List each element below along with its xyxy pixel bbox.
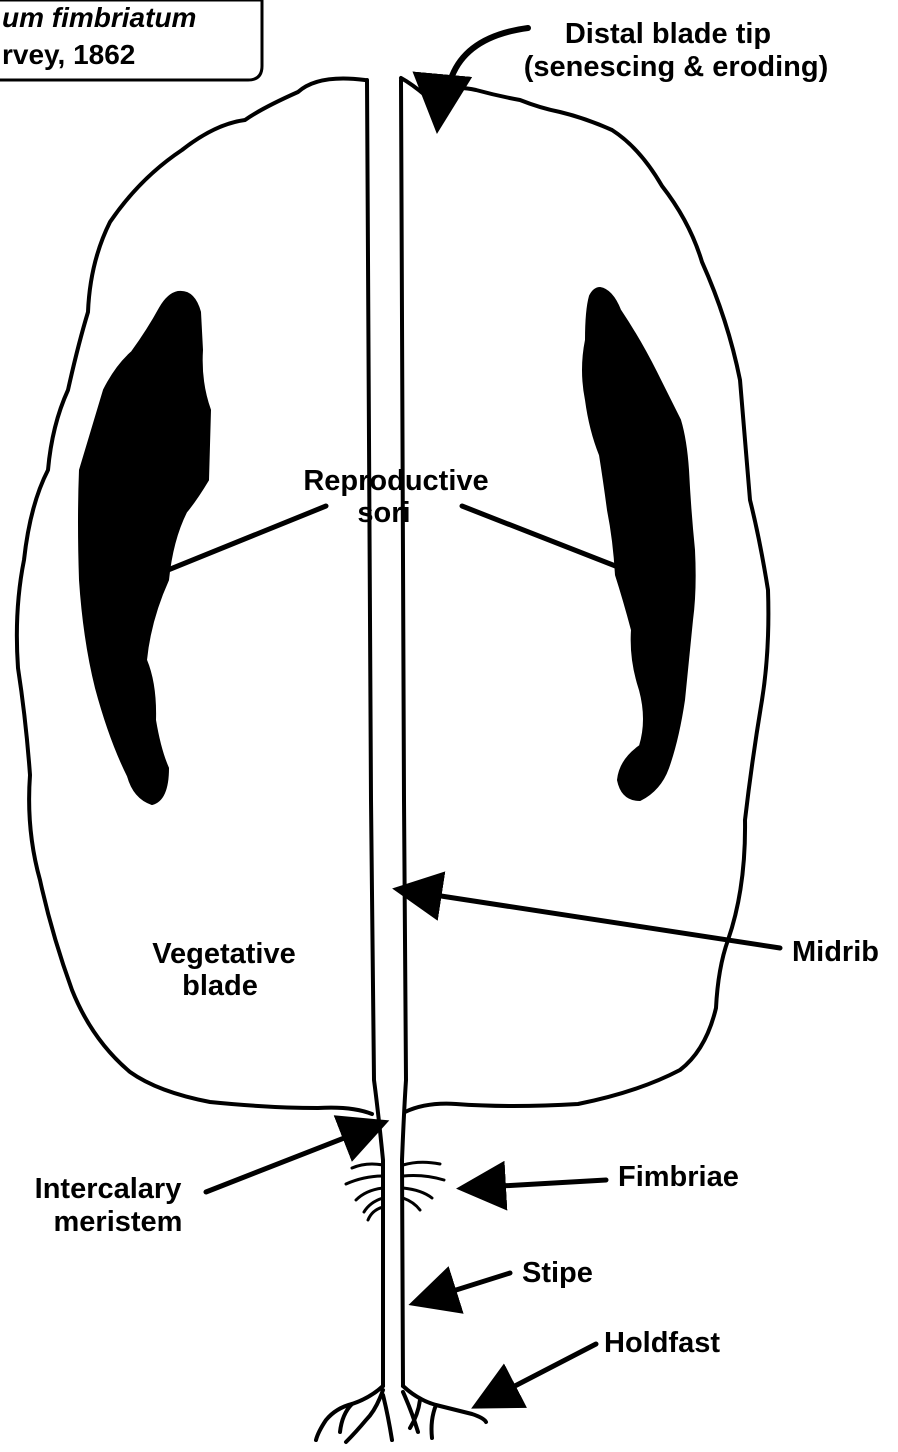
label-reproductive-sori-line2: sori [357,497,410,529]
arrow-fimbriae [466,1180,606,1188]
arrow-stipe [418,1273,510,1302]
label-stipe: Stipe [522,1257,593,1289]
label-vegetative-blade-line2: blade [182,970,258,1002]
label-distal-tip-line2: (senescing & eroding) [524,51,829,83]
label-reproductive-sori-line1: Reproductive [303,465,488,497]
fimbriae [346,1162,444,1220]
label-intercalary-meristem: Intercalary meristem [35,1173,183,1238]
leader-sori-right [462,506,618,567]
arrow-distal-tip [438,28,528,122]
leader-sori-left [168,506,326,570]
label-distal-blade-tip: Distal blade tip (senescing & eroding) [524,18,829,83]
sorus-left [79,292,210,804]
holdfast [316,1386,486,1442]
title-species: um fimbriatum [2,2,196,33]
label-vegetative-blade-line1: Vegetative [152,938,295,970]
title-authority: rvey, 1862 [2,39,135,70]
label-intercalary-meristem-line1: Intercalary [35,1173,182,1205]
label-midrib: Midrib [792,936,879,968]
arrow-holdfast [480,1344,596,1404]
label-reproductive-sori: Reproductive sori [303,465,488,529]
arrow-midrib [402,890,780,948]
label-holdfast: Holdfast [604,1327,720,1359]
label-fimbriae: Fimbriae [618,1161,739,1193]
sorus-right [583,288,695,800]
midrib-right-line [401,80,406,1386]
label-intercalary-meristem-line2: meristem [54,1206,183,1238]
title-box: um fimbriatum rvey, 1862 [0,0,262,80]
label-distal-tip-line1: Distal blade tip [565,18,771,50]
label-vegetative-blade: Vegetative blade [152,938,295,1002]
